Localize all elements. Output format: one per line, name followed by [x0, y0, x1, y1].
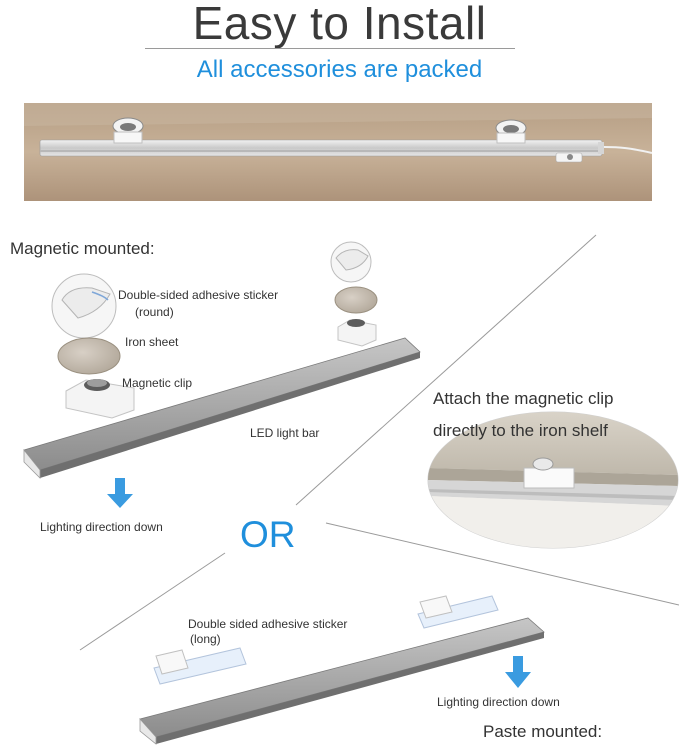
page-title: Easy to Install	[192, 0, 487, 49]
long-sticker-label: Double sided adhesive sticker	[188, 617, 348, 631]
attach-caption-line2: directly to the iron shelf	[433, 421, 608, 440]
led-light-bar-paste-icon	[139, 617, 545, 745]
divider-line-upper	[295, 234, 597, 506]
paste-lighting-direction-label: Lighting direction down	[437, 695, 560, 709]
iron-sheet-icon	[57, 337, 121, 375]
installed-bar-photo	[24, 103, 653, 201]
title-divider	[145, 48, 515, 49]
iron-sheet-label: Iron sheet	[125, 335, 179, 349]
long-sticker-sublabel: (long)	[190, 632, 221, 646]
magnetic-clip-left-icon	[112, 117, 144, 144]
closeup-magnetic-clip-icon	[523, 457, 575, 489]
round-sticker-sublabel: (round)	[135, 305, 174, 319]
magnetic-clip-right-icon	[495, 119, 527, 144]
divider-line-lower-left	[79, 552, 226, 651]
lighting-direction-label: Lighting direction down	[40, 520, 163, 534]
round-sticker-label: Double-sided adhesive sticker	[118, 288, 279, 302]
lighting-down-arrow-icon	[107, 478, 133, 508]
magnetic-clip-small-icon	[337, 319, 377, 347]
round-sticker-icon	[51, 273, 117, 339]
round-sticker-small-icon	[330, 241, 372, 283]
iron-shelf-closeup-photo	[427, 411, 679, 549]
long-sticker-left-icon	[153, 647, 247, 685]
led-bar-label: LED light bar	[250, 426, 320, 440]
or-divider-text: OR	[240, 514, 296, 555]
paste-mounted-heading: Paste mounted:	[483, 722, 603, 741]
long-sticker-right-icon	[417, 595, 499, 629]
led-light-bar-icon	[23, 337, 421, 479]
sensor-switch-icon	[555, 152, 583, 163]
lighting-down-arrow-paste-icon	[505, 656, 531, 688]
divider-line-lower-right	[325, 522, 679, 606]
magnetic-clip-icon	[65, 379, 135, 419]
magnetic-mounted-heading: Magnetic mounted:	[10, 239, 155, 258]
attach-caption-line1: Attach the magnetic clip	[433, 389, 614, 408]
iron-sheet-small-icon	[334, 286, 378, 314]
magnetic-clip-label: Magnetic clip	[122, 376, 193, 390]
page-subtitle: All accessories are packed	[196, 56, 483, 83]
